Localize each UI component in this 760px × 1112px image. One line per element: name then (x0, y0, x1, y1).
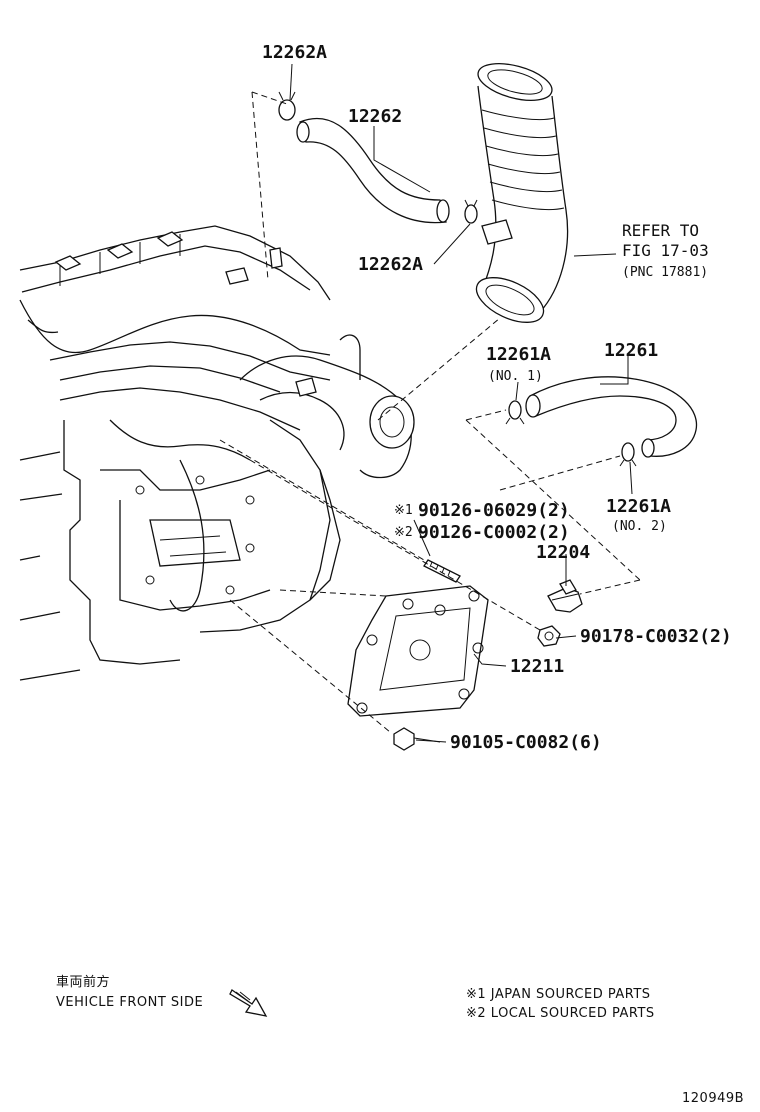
note-local-sourced: ※2 LOCAL SOURCED PARTS (466, 1006, 655, 1021)
air-intake-hose (475, 63, 569, 323)
label-stud-pn2: 90126-C0002(2) (418, 522, 570, 543)
label-12261A-no1: 12261A (486, 344, 551, 365)
clamp-12262A-top (278, 91, 296, 121)
diagonal-arrow-icon (229, 989, 268, 1017)
label-refer-pnc: (PNC 17881) (622, 265, 708, 280)
engine-block (19, 225, 415, 681)
label-90178: 90178-C0032(2) (580, 626, 732, 647)
front-side-jp: 車両前方 (56, 974, 110, 990)
label-refer-to: REFER TO (622, 221, 699, 240)
label-12262A-top: 12262A (262, 42, 327, 63)
label-12262A-mid: 12262A (358, 254, 423, 275)
label-12261A-no1-sub: (NO. 1) (488, 369, 543, 384)
bolt-90105 (393, 727, 441, 751)
clamp-12261A-no1 (505, 400, 525, 425)
callout-labels: 12262A 12262 12262A REFER TO FIG 17-03 (… (262, 42, 732, 753)
figure-id: 120949B (682, 1091, 744, 1106)
label-stud-pn1: 90126-06029(2) (418, 500, 570, 521)
stud-bolt (423, 559, 461, 583)
label-12262: 12262 (348, 106, 402, 127)
label-90105: 90105-C0082(6) (450, 732, 602, 753)
legend: 車両前方 VEHICLE FRONT SIDE ※1 JAPAN SOURCED… (56, 974, 744, 1106)
note-japan-sourced: ※1 JAPAN SOURCED PARTS (466, 987, 651, 1002)
label-12204: 12204 (536, 542, 590, 563)
clamp-12261A-no2 (619, 442, 637, 467)
label-12211: 12211 (510, 656, 564, 677)
nut-90178 (537, 625, 561, 647)
label-stud-mark2: ※2 (394, 525, 413, 540)
label-12261A-no2: 12261A (606, 496, 671, 517)
label-12261A-no2-sub: (NO. 2) (612, 519, 667, 534)
assembly-lines (219, 91, 641, 733)
label-refer-fig: FIG 17-03 (622, 241, 709, 260)
label-stud-mark1: ※1 (394, 503, 413, 518)
clamp-12262A-mid (464, 199, 478, 224)
hose-12261 (525, 376, 698, 458)
hose-12262 (296, 117, 450, 224)
label-12261: 12261 (604, 340, 658, 361)
leader-lines (289, 63, 633, 743)
front-side-en: VEHICLE FRONT SIDE (56, 995, 203, 1010)
plate-12211 (347, 585, 489, 717)
valve-12204 (547, 579, 583, 613)
